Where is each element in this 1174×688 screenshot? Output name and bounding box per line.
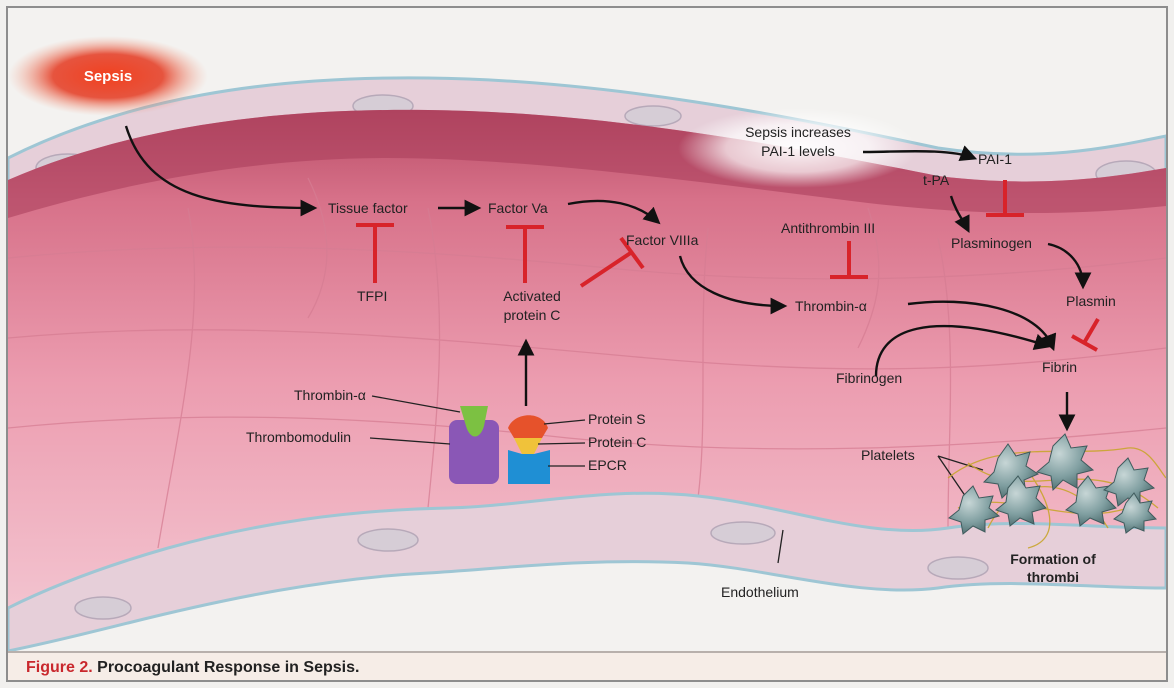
plasminogen-label: Plasminogen [951, 235, 1032, 251]
tpa-label: t-PA [923, 172, 950, 188]
figure-number: Figure 2. [26, 659, 93, 676]
tfpi-label: TFPI [357, 288, 387, 304]
sepsis-increases-label-line1: Sepsis increases [745, 124, 851, 140]
activated-protein-c-label-line2: protein C [504, 307, 561, 323]
protein-s-label: Protein S [588, 411, 646, 427]
factor-viiia-label: Factor VIIIa [626, 232, 699, 248]
thrombin-alpha-label: Thrombin-α [795, 298, 867, 314]
platelets-label: Platelets [861, 447, 915, 463]
epcr-label: EPCR [588, 457, 627, 473]
formation-of-thrombi-label-line1: Formation of [1010, 551, 1096, 567]
figure-title: Procoagulant Response in Sepsis. [97, 659, 359, 676]
formation-of-thrombi-label-line2: thrombi [1027, 569, 1079, 585]
pai1-label: PAI-1 [978, 151, 1012, 167]
figure-caption: Figure 2. Procoagulant Response in Sepsi… [26, 659, 359, 677]
plasmin-label: Plasmin [1066, 293, 1116, 309]
tissue-factor-label: Tissue factor [328, 200, 408, 216]
thrombin-alpha-complex-label: Thrombin-α [294, 387, 366, 403]
fibrinogen-label: Fibrinogen [836, 370, 902, 386]
endothelium-label: Endothelium [721, 584, 799, 600]
activated-protein-c-label-line1: Activated [503, 288, 561, 304]
protein-c-label: Protein C [588, 434, 646, 450]
fibrin-label: Fibrin [1042, 359, 1077, 375]
figure-panel: Sepsis [6, 6, 1168, 682]
thrombomodulin-label: Thrombomodulin [246, 429, 351, 445]
sepsis-label: Sepsis [84, 68, 132, 85]
sepsis-coagulation-diagram: Sepsis [8, 8, 1166, 651]
sepsis-increases-label-line2: PAI-1 levels [761, 143, 835, 159]
caption-bar: Figure 2. Procoagulant Response in Sepsi… [8, 651, 1166, 682]
antithrombin-label: Antithrombin III [781, 220, 875, 236]
epcr-shape [508, 450, 550, 484]
factor-va-label: Factor Va [488, 200, 548, 216]
